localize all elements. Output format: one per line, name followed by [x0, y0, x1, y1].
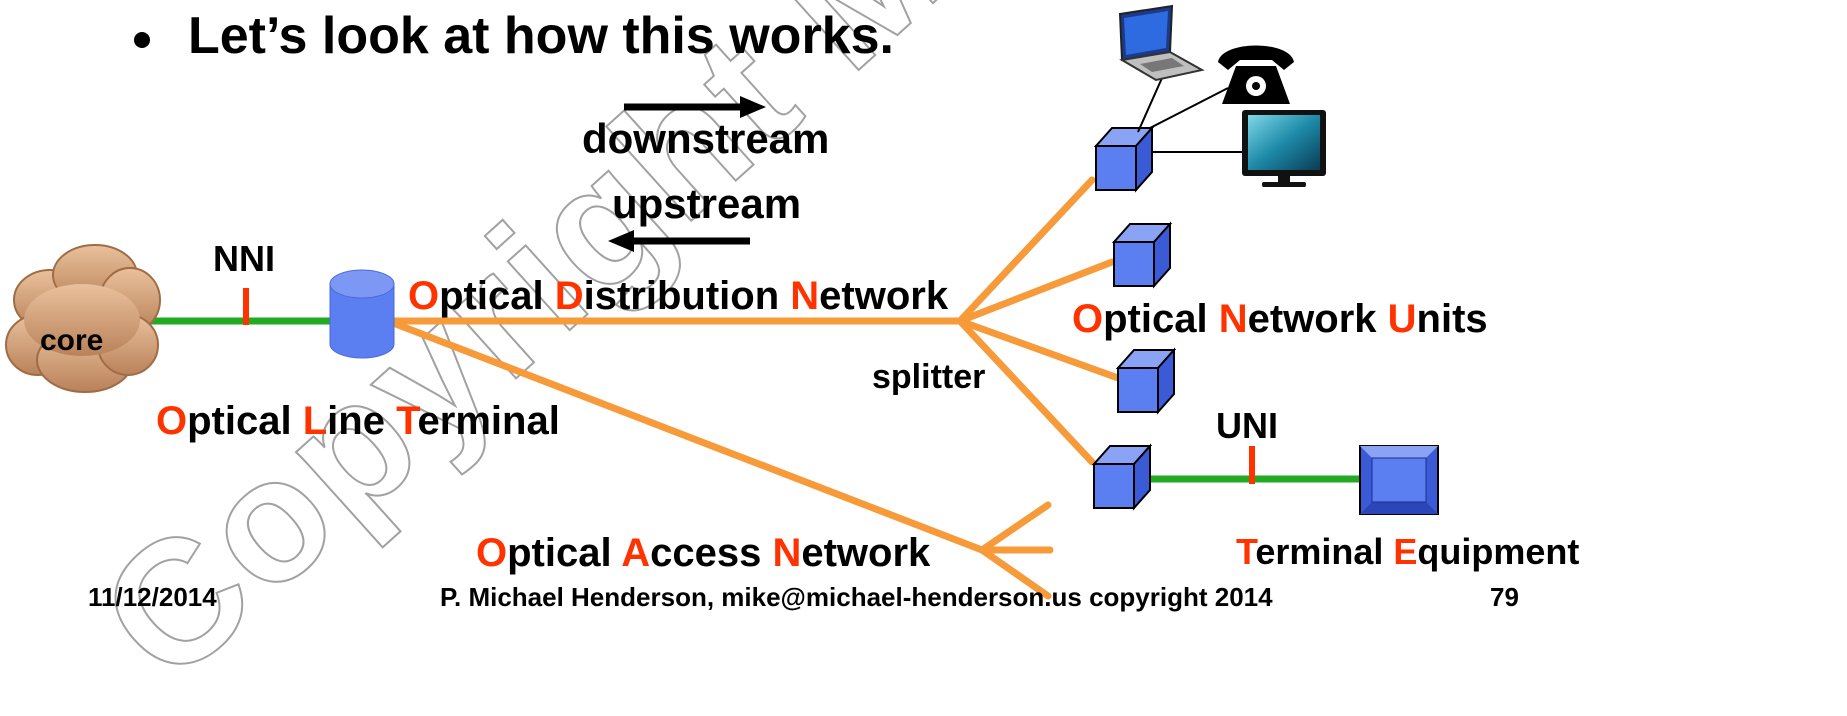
drop-fiber-4	[956, 317, 1096, 466]
nni-label: NNI	[213, 238, 275, 279]
olt-cylinder	[329, 269, 395, 359]
drop-fiber-1	[956, 176, 1096, 325]
footer-date: 11/12/2014	[88, 582, 217, 612]
access-branch-1	[978, 501, 1052, 554]
television-icon	[1242, 110, 1326, 187]
device-links	[1137, 77, 1242, 153]
onu-cube-2	[1111, 221, 1173, 289]
access-fiber	[384, 317, 986, 554]
onu-label: Optical Network Units	[1072, 297, 1488, 341]
laptop-icon	[1118, 4, 1205, 82]
drop-fiber-2	[956, 258, 1116, 325]
fiber-lines	[384, 176, 1122, 600]
onu-cube-4	[1091, 443, 1153, 511]
uni-label: UNI	[1216, 405, 1278, 446]
footer-page-number: 79	[1490, 582, 1519, 612]
upstream-label: upstream	[612, 180, 801, 227]
footer-author: P. Michael Henderson, mike@michael-hende…	[440, 582, 1273, 612]
core-label: core	[40, 324, 103, 357]
oan-label: Optical Access Network	[476, 531, 931, 575]
downstream-arrow	[624, 96, 766, 118]
bullet-dot	[134, 32, 150, 48]
onu-cube-3	[1115, 347, 1177, 415]
core-cloud	[5, 244, 161, 393]
downstream-label: downstream	[582, 115, 829, 162]
splitter-label: splitter	[872, 358, 985, 396]
upstream-arrow	[608, 230, 750, 252]
olt-label: Optical Line Terminal	[156, 399, 560, 443]
terminal-equipment-box	[1359, 445, 1439, 515]
onu-cube-1	[1093, 125, 1155, 193]
odn-label: Optical Distribution Network	[408, 274, 949, 318]
drop-fiber-3	[956, 317, 1122, 382]
bullet-text: Let’s look at how this works.	[188, 7, 894, 65]
terminal-equipment-label: Terminal Equipment	[1236, 531, 1579, 572]
access-branch-3	[978, 546, 1052, 600]
telephone-icon	[1218, 45, 1294, 104]
